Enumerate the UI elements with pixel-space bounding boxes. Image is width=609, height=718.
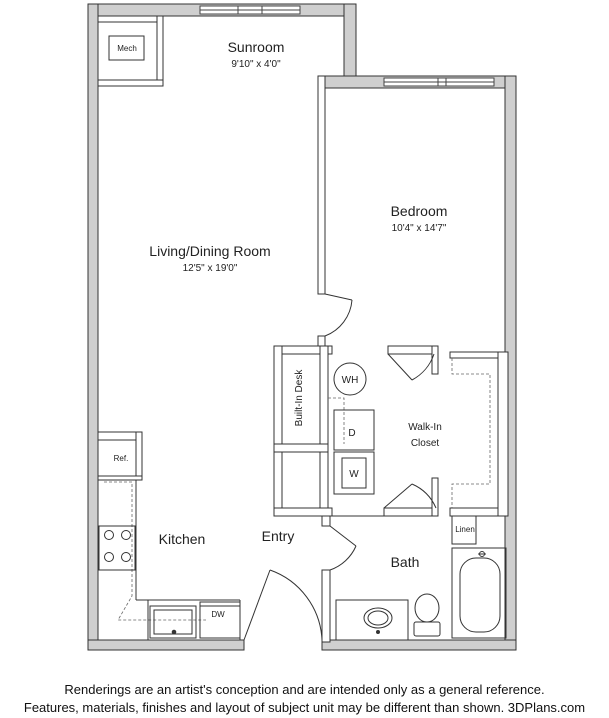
- labels: Mech Sunroom 9'10" x 4'0" Bedroom 10'4" …: [108, 35, 475, 619]
- ref-label: Ref.: [114, 454, 129, 463]
- bath-fixtures: [335, 547, 507, 641]
- living-name: Living/Dining Room: [149, 243, 270, 259]
- windows: [199, 5, 495, 87]
- washer-label: W: [349, 469, 359, 480]
- disclaimer-line-2: Features, materials, finishes and layout…: [23, 700, 586, 715]
- disclaimer-line-1: Renderings are an artist's conception an…: [64, 682, 545, 697]
- doors: [243, 293, 437, 641]
- sunroom-name: Sunroom: [228, 39, 285, 55]
- dryer-label: D: [348, 428, 355, 439]
- wh-label: WH: [342, 375, 359, 386]
- bedroom-dims: 10'4" x 14'7": [392, 223, 447, 234]
- desk-label: Built-In Desk: [294, 369, 305, 427]
- kitchen-sink: [149, 605, 197, 639]
- dw-label: DW: [211, 610, 225, 619]
- linen-label: Linen: [455, 525, 475, 534]
- entry-name: Entry: [262, 528, 295, 544]
- kitchen-name: Kitchen: [159, 531, 206, 547]
- bath-name: Bath: [391, 554, 420, 570]
- dashed-outlines: [104, 358, 491, 621]
- floor-plan: Mech Sunroom 9'10" x 4'0" Bedroom 10'4" …: [87, 3, 517, 651]
- interior-walls: [97, 15, 509, 643]
- disclaimer: Renderings are an artist's conception an…: [0, 681, 609, 717]
- sunroom-dims: 9'10" x 4'0": [231, 59, 281, 70]
- living-dims: 12'5" x 19'0": [183, 263, 238, 274]
- closet-line2: Closet: [411, 438, 440, 449]
- dishwasher: [199, 601, 241, 639]
- closet-line1: Walk-In: [408, 422, 442, 433]
- stove: [98, 525, 136, 571]
- bedroom-name: Bedroom: [391, 203, 448, 219]
- mech-label: Mech: [117, 44, 137, 53]
- laundry: [333, 362, 375, 495]
